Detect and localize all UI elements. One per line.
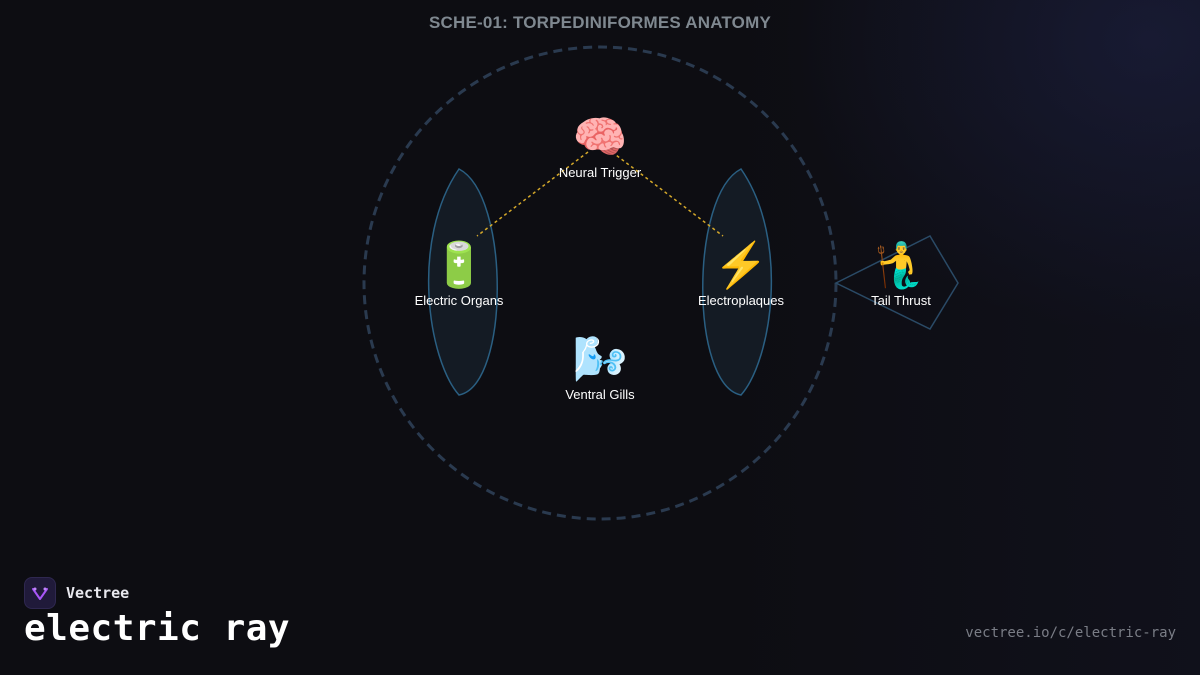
page-heading: electric ray: [24, 608, 291, 649]
node-label-neural-trigger: Neural Trigger: [558, 165, 642, 180]
lightning-icon: ⚡: [713, 241, 769, 290]
page-url[interactable]: vectree.io/c/electric-ray: [965, 625, 1176, 641]
node-ventral-gills[interactable]: 🌬️ Ventral Gills: [520, 335, 680, 402]
brain-icon: 🧠: [572, 113, 628, 162]
node-label-tail-thrust: Tail Thrust: [871, 293, 931, 308]
node-label-electroplaques: Electroplaques: [698, 293, 784, 308]
tail-fin-outline: [834, 235, 959, 330]
wind-face-icon: 🌬️: [572, 335, 628, 384]
battery-icon: 🔋: [431, 241, 487, 290]
connection-neural-to-electroplaques: [611, 151, 724, 237]
connection-neural-to-organs: [476, 151, 589, 237]
brand-name: Vectree: [66, 584, 130, 602]
brand[interactable]: Vectree: [24, 577, 129, 609]
node-electric-organs[interactable]: 🔋 Electric Organs: [379, 241, 539, 308]
node-electroplaques[interactable]: ⚡ Electroplaques: [661, 241, 821, 308]
node-label-electric-organs: Electric Organs: [414, 293, 504, 308]
merman-icon: 🧜‍♂️: [873, 241, 929, 290]
diagram-title: SCHE-01: TORPEDINIFORMES ANATOMY: [428, 13, 772, 32]
node-label-ventral-gills: Ventral Gills: [565, 387, 635, 402]
node-tail-thrust[interactable]: 🧜‍♂️ Tail Thrust: [821, 241, 981, 308]
vectree-logo-icon: [24, 577, 56, 609]
node-neural-trigger[interactable]: 🧠 Neural Trigger: [520, 113, 680, 180]
